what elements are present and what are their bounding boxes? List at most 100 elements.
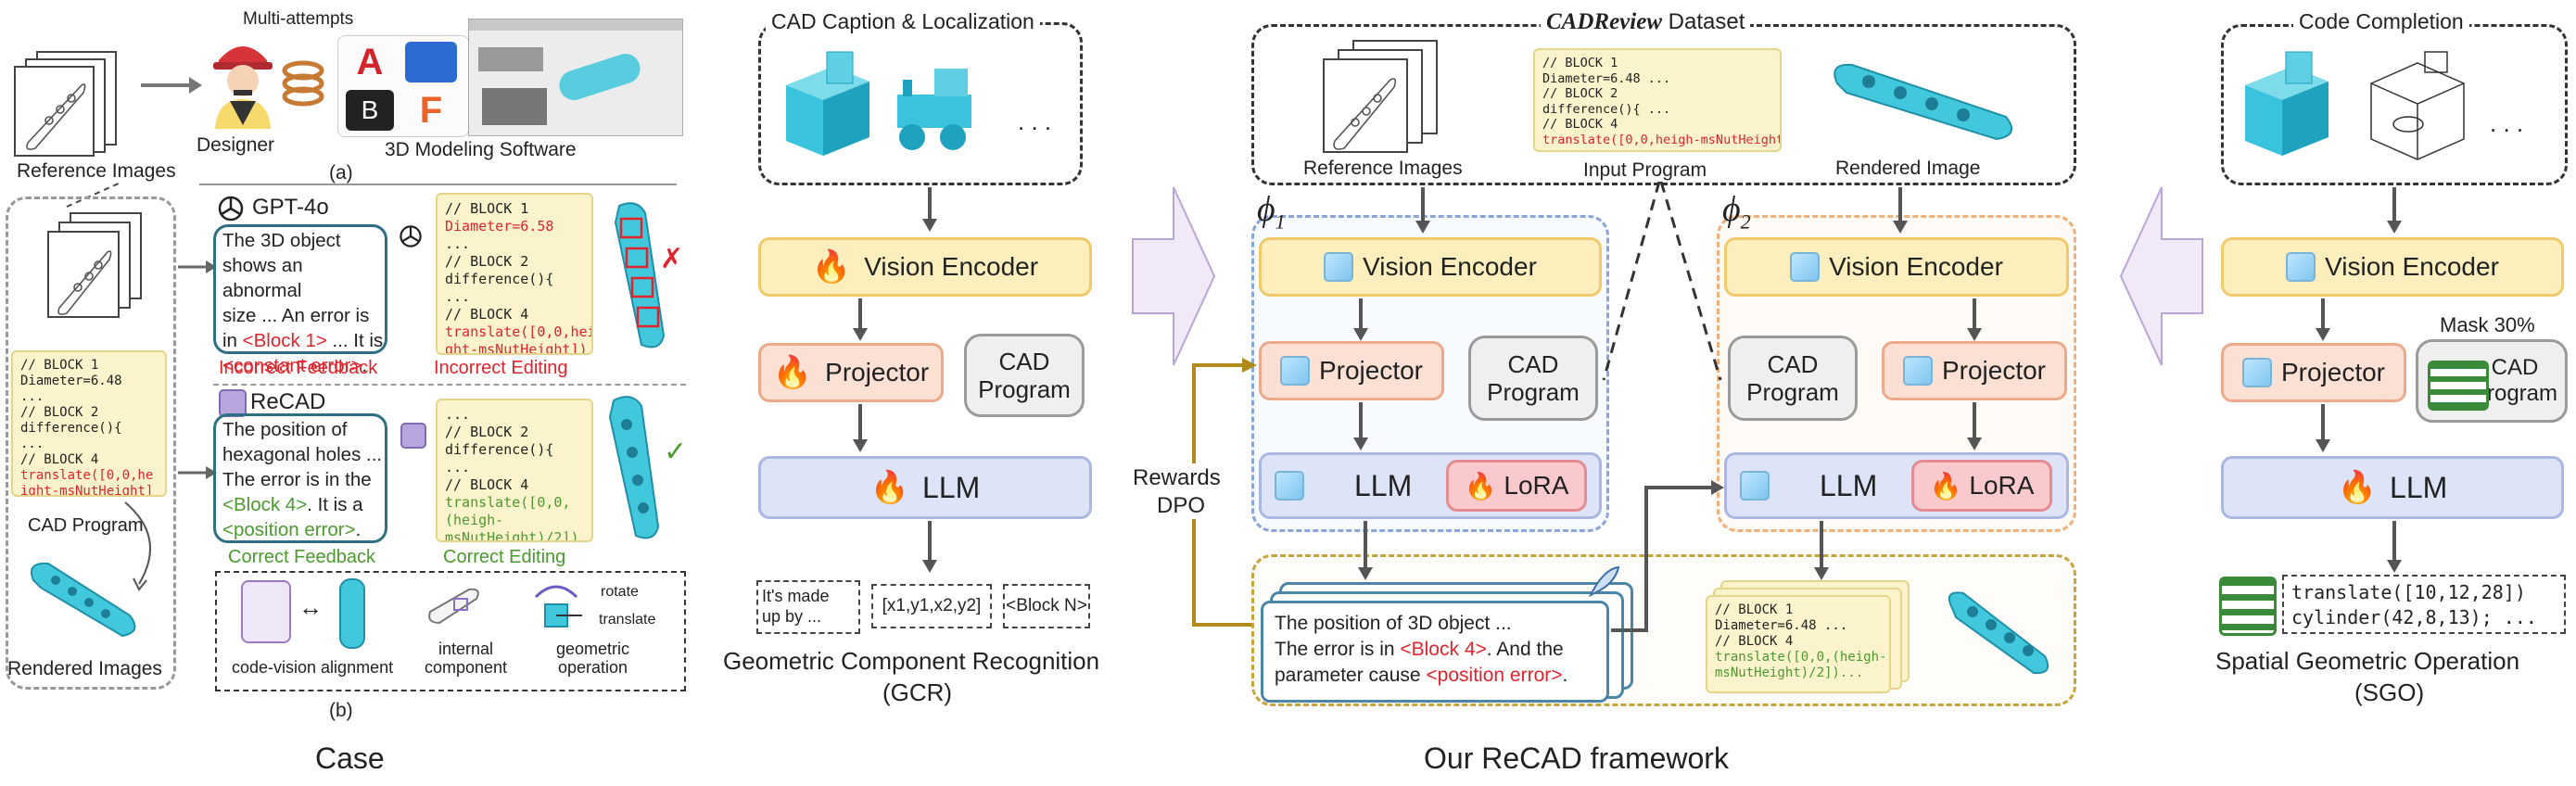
sgo-projector: Projector — [2221, 343, 2406, 402]
correct-render — [608, 396, 660, 539]
phi1-cad-program-bubble: CAD Program — [1468, 336, 1598, 421]
reference-sketch-top — [14, 51, 117, 157]
dpo-label: DPO — [1157, 493, 1206, 519]
sgo-dots: . . . — [2490, 109, 2524, 137]
rendered-images-label: Rendered Images — [7, 658, 162, 679]
legend-geometric: geometric operation — [556, 640, 630, 677]
module-label: Vision Encoder — [1363, 252, 1537, 281]
arrow-to-gpt — [178, 260, 217, 273]
code-line: ... — [20, 437, 44, 451]
arrow-to-designer — [141, 77, 202, 94]
frozen-cube-icon — [1790, 252, 1821, 282]
fire-icon: 🔥 — [811, 249, 852, 285]
sketchup-icon — [405, 42, 457, 82]
phi2-label: ϕ2 — [1722, 189, 1751, 235]
rendered-image-label: Rendered Image — [1835, 158, 1981, 179]
legend-box — [215, 571, 686, 691]
gcr-arrow-2 — [853, 298, 868, 341]
sgo-code-output: translate([10,12,28]) cylinder(42,8,13);… — [2282, 575, 2566, 634]
frozen-cube-icon — [1279, 356, 1310, 386]
block-tag: <Block 4> — [222, 494, 308, 515]
code-line: // BLOCK 2 — [445, 253, 529, 270]
gcr-cad-model-1 — [786, 51, 869, 156]
recad-logo-icon — [219, 389, 247, 417]
feedback-line: . It is a — [307, 494, 363, 515]
gcr-arrow-4 — [922, 521, 937, 573]
code-line: // BLOCK 2 — [20, 405, 99, 420]
gcr-cad-program-bubble: CAD Program — [964, 334, 1085, 417]
phi2-arrow-in — [1893, 187, 1908, 234]
frozen-cube-icon — [1275, 471, 1304, 501]
feedback-line: The position of — [222, 419, 348, 440]
gcr-abbr: (GCR) — [882, 678, 953, 706]
multi-attempts-label: Multi-attempts — [243, 9, 354, 29]
feedback-punct: . — [1562, 665, 1568, 686]
incorrect-render — [614, 202, 666, 349]
alignment-part-icon — [339, 578, 365, 649]
incorrect-feedback-label: Incorrect Feedback — [219, 358, 378, 378]
gcr-cad-model-2 — [897, 69, 971, 150]
case-panel: Multi-attempts Designer A B F 3D Modelin… — [0, 0, 695, 786]
sgo-cad-program-bubble: CAD Program — [2416, 339, 2568, 423]
code-line: // BLOCK 4 — [445, 476, 529, 493]
correct-mark-icon: ✓ — [664, 437, 688, 467]
code-line: difference(){ ... — [1542, 101, 1671, 117]
inputs-column — [6, 196, 176, 690]
code-line: Diameter=6.48 ... — [1715, 618, 1848, 633]
cad-program-label: CAD Program — [28, 515, 144, 536]
frozen-cube-icon — [1324, 252, 1354, 282]
code-line: // BLOCK 4 — [445, 306, 529, 323]
sgo-vision-encoder: Vision Encoder — [2221, 237, 2564, 297]
incorrect-code: // BLOCK 1 Diameter=6.58 ... // BLOCK 2 … — [436, 193, 593, 355]
module-label: Vision Encoder — [2325, 252, 2499, 281]
openai-logo-small-icon — [400, 225, 422, 247]
code-line: Diameter=6.48 — [20, 374, 122, 388]
code-line: difference(){ — [20, 421, 122, 436]
phi1-arrow-out — [1358, 521, 1373, 580]
phi1-projector: Projector — [1259, 341, 1444, 400]
code-line: // BLOCK 1 — [1715, 602, 1794, 617]
legend-translate: translate — [599, 612, 656, 628]
sgo-arrow-3 — [2316, 404, 2330, 452]
legend-alignment: code-vision alignment — [232, 658, 394, 677]
software-screenshot — [468, 19, 683, 136]
feedback-line: hexagonal holes ... — [222, 444, 383, 465]
code-line: // BLOCK 4 — [1542, 117, 1618, 132]
gcr-arrow-1 — [922, 187, 937, 232]
phi2-arrow-out — [1814, 521, 1829, 580]
frozen-cube-icon — [2286, 252, 2316, 282]
case-title: Case — [315, 742, 385, 775]
subfig-b-label: (b) — [329, 700, 353, 721]
phi1-lora: 🔥LoRA — [1446, 460, 1587, 512]
phi1-arrow-2 — [1353, 298, 1368, 341]
alignment-arrow-icon: ↔ — [298, 593, 323, 621]
rendered-part-left — [31, 562, 136, 638]
fire-icon: 🔥 — [869, 470, 910, 505]
frozen-cube-icon — [1740, 471, 1770, 501]
gpt-feedback-box — [213, 224, 387, 354]
gcr-vision-encoder: 🔥Vision Encoder — [758, 237, 1092, 297]
divider-ab — [199, 184, 677, 185]
error-tag: <position error> — [1426, 665, 1563, 686]
bubble-label: CAD Program — [978, 348, 1071, 403]
module-label: Projector — [825, 358, 930, 387]
module-label: Projector — [1318, 356, 1424, 385]
phi1-vision-encoder: Vision Encoder — [1259, 237, 1602, 297]
correct-code: ... // BLOCK 2 difference(){ ... // BLOC… — [436, 399, 593, 542]
divider-feedback — [213, 384, 686, 386]
frozen-cube-icon — [1902, 356, 1933, 386]
code-to-render-arrow — [124, 501, 151, 591]
phi1-label: ϕ1 — [1257, 189, 1286, 235]
module-label: LLM — [922, 470, 981, 504]
bubble-label: CAD Program — [1487, 350, 1580, 406]
code-line: ... — [445, 235, 471, 252]
code-line: difference(){ — [445, 271, 554, 287]
phi2-cad-program-bubble: CAD Program — [1728, 336, 1858, 421]
correct-feedback-label: Correct Feedback — [228, 547, 375, 567]
phi-symbol: ϕ — [1257, 190, 1275, 229]
feedback-line: . And the — [1486, 639, 1564, 660]
designer-label: Designer — [197, 134, 275, 156]
feedback-line: shows an abnormal — [222, 255, 303, 301]
mask-label: Mask 30% — [2440, 313, 2535, 336]
code-line: ... — [20, 389, 44, 404]
